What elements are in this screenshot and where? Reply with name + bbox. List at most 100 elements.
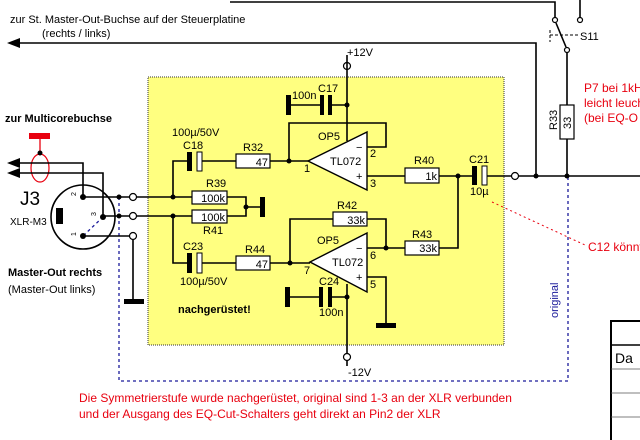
c21-ref: C21	[469, 154, 489, 166]
pin-6: 6	[370, 250, 376, 262]
r43-value: 33k	[419, 243, 437, 255]
resistor-r40	[404, 167, 440, 184]
note-c12: C12 könnt	[588, 240, 640, 254]
opamp-upper-ref: OP5	[318, 131, 340, 143]
junction	[243, 204, 249, 210]
c21-value: 10µ	[470, 186, 489, 198]
note-original: original	[549, 283, 561, 318]
resistor-r43	[404, 240, 440, 256]
r33-ref: R33	[548, 110, 560, 130]
switch-s11: S11	[549, 16, 599, 54]
note-p7-2: leicht leuch	[584, 96, 640, 110]
ground-icon	[124, 299, 144, 304]
junction	[116, 194, 122, 200]
ground-icon	[376, 323, 396, 328]
c24-value: 100n	[319, 307, 343, 319]
shield-ground-icon	[29, 133, 50, 139]
resistor-r32	[235, 153, 271, 169]
wire-feedback-upper	[288, 122, 387, 161]
xlr-pin-3	[100, 214, 106, 220]
capacitor-c17-plate	[328, 95, 332, 115]
note-master-out-left: (Master-Out links)	[8, 284, 95, 296]
opamp-upper-minus: −	[356, 142, 362, 154]
s11-label: S11	[580, 31, 599, 43]
r40-ref: R40	[414, 155, 434, 167]
capacitor-c18-plate	[187, 152, 192, 171]
pin-5: 5	[370, 279, 376, 291]
note-bottom-2: und der Ausgang des EQ-Cut-Schalters geh…	[79, 407, 441, 421]
capacitor-c23-plate	[187, 253, 192, 273]
note-control-board: zur St. Master-Out-Buchse auf der Steuer…	[10, 14, 245, 26]
wire-pin5-ground	[367, 276, 387, 324]
ground-icon	[260, 197, 265, 217]
resistor-r39	[191, 190, 228, 205]
title-block: Da	[610, 320, 640, 440]
r42-ref: R42	[337, 200, 357, 212]
r44-value: 47	[256, 259, 268, 271]
resistor-r42	[332, 211, 368, 227]
opamp-lower-ref: OP5	[317, 235, 339, 247]
note-p7-1: P7 bei 1kH	[584, 81, 640, 95]
xlr-connector-j3	[50, 184, 116, 250]
r32-value: 47	[256, 157, 268, 169]
r39-ref: R39	[206, 178, 226, 190]
capacitor-c17-plate	[320, 95, 324, 115]
xlr-key	[56, 208, 63, 224]
connector-ref: J3	[20, 189, 40, 210]
junction	[286, 158, 292, 164]
note-master-out-right: Master-Out rechts	[8, 267, 102, 279]
supply-negative-terminal	[342, 352, 352, 362]
arrow-left-icon	[7, 158, 20, 168]
c18-value: 100µ/50V	[172, 127, 220, 139]
junction	[344, 102, 350, 108]
note-multicore: zur Multicorebuchse	[5, 113, 112, 125]
capacitor-c24-plate	[328, 287, 332, 307]
xlr-pin-2	[80, 194, 86, 200]
original-boundary	[118, 175, 569, 382]
supply-negative: -12V	[348, 367, 372, 379]
terminal	[128, 231, 138, 241]
xlr-pin-3-label: 3	[91, 212, 98, 216]
opamp-lower-plus: +	[356, 272, 362, 284]
opamp-upper-plus: +	[356, 171, 362, 183]
r41-ref: R41	[203, 225, 223, 237]
opamp-lower-minus: −	[356, 243, 362, 255]
opamp-upper-type: TL072	[330, 156, 361, 168]
connector-type: XLR-M3	[10, 217, 47, 228]
capacitor-c21-plate	[472, 166, 477, 185]
r43-ref: R43	[412, 229, 432, 241]
c12-pointer	[491, 201, 586, 246]
terminal	[128, 192, 138, 202]
junction	[383, 245, 389, 251]
note-p7-3: (bei EQ-O	[584, 111, 638, 125]
note-retrofitted: nachgerüstet!	[178, 304, 251, 316]
junction	[116, 213, 122, 219]
opamp-lower	[308, 231, 368, 294]
c23-value: 100µ/50V	[180, 276, 228, 288]
resistor-r41	[191, 209, 228, 224]
capacitor-c23-plate	[196, 252, 203, 274]
r39-value: 100k	[201, 193, 225, 205]
r33-value: 33	[562, 117, 574, 129]
ground-icon	[285, 287, 290, 307]
c17-ref: C17	[318, 83, 338, 95]
wire-feedback-lower	[289, 176, 459, 263]
original-bridge	[82, 216, 104, 237]
pin-7: 7	[304, 265, 310, 277]
note-bottom-1: Die Symmetrierstufe wurde nachgerüstet, …	[79, 391, 512, 405]
shield-ellipse	[30, 153, 50, 183]
resistor-r44	[235, 255, 271, 271]
pin-2: 2	[370, 148, 376, 160]
c24-ref: C24	[319, 276, 339, 288]
wire-pin1-ground	[83, 235, 134, 300]
ground-icon	[286, 95, 291, 115]
arrow-left-icon	[7, 168, 20, 178]
r40-value: 1k	[425, 171, 437, 183]
xlr-pin-1-label: 1	[71, 232, 78, 236]
capacitor-c18-plate	[196, 151, 203, 172]
r32-ref: R32	[243, 142, 263, 154]
terminal	[128, 211, 138, 221]
r42-value: 33k	[347, 215, 365, 227]
junction	[37, 150, 43, 156]
c18-ref: C18	[183, 140, 203, 152]
